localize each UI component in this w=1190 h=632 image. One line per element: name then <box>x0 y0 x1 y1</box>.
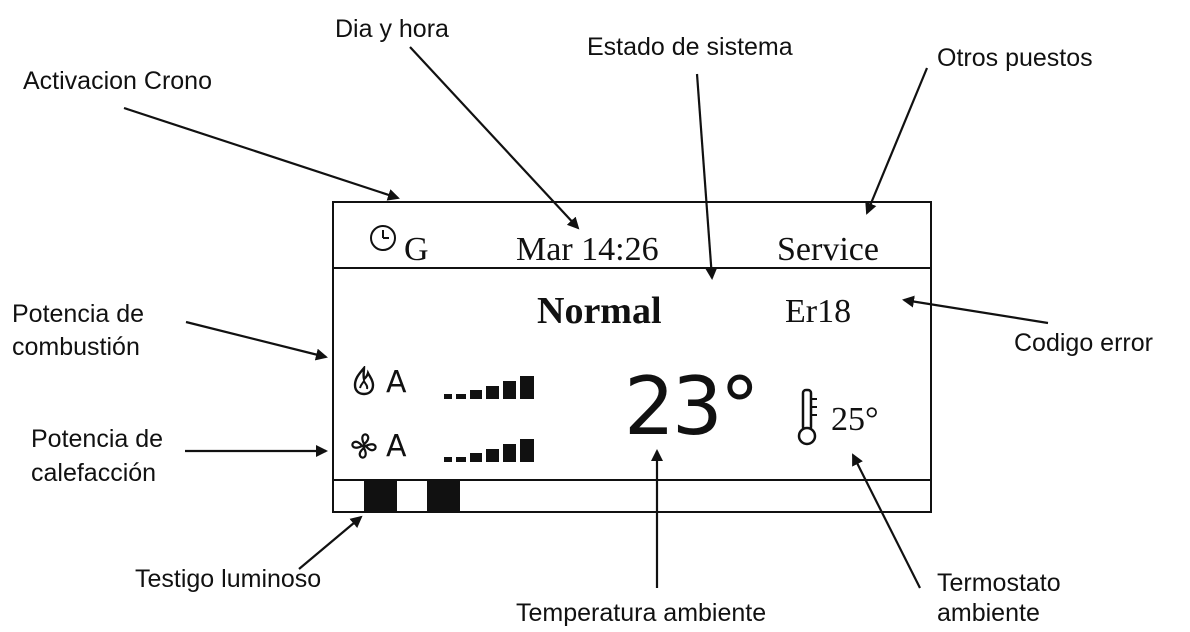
header-divider <box>334 267 930 269</box>
arrow-codigo-error <box>902 295 1049 325</box>
service-status: Service <box>777 231 879 268</box>
flame-icon <box>353 366 375 396</box>
fan-icon <box>351 433 377 459</box>
label-codigo-error: Codigo error <box>1014 329 1153 357</box>
label-temperatura-ambiente: Temperatura ambiente <box>516 599 767 627</box>
indicator-light-icon <box>364 481 397 513</box>
heating-mode: A <box>386 429 407 464</box>
power-bar <box>486 386 499 399</box>
power-bar <box>503 444 516 462</box>
arrow-termostato-ambiente <box>852 453 921 589</box>
error-code: Er18 <box>785 293 852 330</box>
crono-mode: G <box>404 231 429 268</box>
power-bar <box>486 449 499 462</box>
arrow-activacion-crono <box>123 106 400 201</box>
label-termostato-1: Termostato <box>937 569 1061 597</box>
power-bar <box>470 390 482 399</box>
arrow-otros-puestos <box>865 67 929 215</box>
power-bar <box>520 439 534 462</box>
footer-divider <box>334 479 930 481</box>
label-potencia-calefaccion-2: calefacción <box>31 459 157 487</box>
label-termostato-2: ambiente <box>937 599 1040 627</box>
label-dia-y-hora: Dia y hora <box>335 15 449 43</box>
combustion-mode: A <box>386 365 407 400</box>
room-temperature: 23° <box>624 360 760 453</box>
power-bar <box>503 381 516 399</box>
label-potencia-combustion-1: Potencia de <box>12 300 145 328</box>
heating-power-bars <box>444 434 554 462</box>
arrow-testigo-luminoso <box>298 515 363 570</box>
arrow-dia-y-hora <box>409 46 580 230</box>
day-time: Mar 14:26 <box>516 231 659 268</box>
thermostat-setpoint: 25° <box>831 401 879 438</box>
power-bar <box>520 376 534 399</box>
combustion-power-bars <box>444 371 554 399</box>
arrow-potencia-combustion <box>185 320 328 361</box>
power-bar <box>456 394 466 399</box>
power-bar <box>444 457 452 462</box>
thermometer-icon <box>797 388 817 446</box>
system-state: Normal <box>537 290 662 332</box>
label-otros-puestos: Otros puestos <box>937 44 1093 72</box>
power-bar <box>456 457 466 462</box>
indicator-light-icon <box>427 481 460 513</box>
label-potencia-calefaccion-1: Potencia de <box>31 425 164 453</box>
label-estado-de-sistema: Estado de sistema <box>587 33 793 61</box>
label-potencia-combustion-2: combustión <box>12 333 140 361</box>
arrow-estado-de-sistema <box>695 73 718 280</box>
label-testigo-luminoso: Testigo luminoso <box>135 565 322 593</box>
label-activacion-crono: Activacion Crono <box>23 67 212 95</box>
lcd-display: G Mar 14:26 Service Normal Er18 A A 23° <box>332 201 932 513</box>
power-bar <box>444 394 452 399</box>
clock-icon <box>370 225 396 251</box>
power-bar <box>470 453 482 462</box>
